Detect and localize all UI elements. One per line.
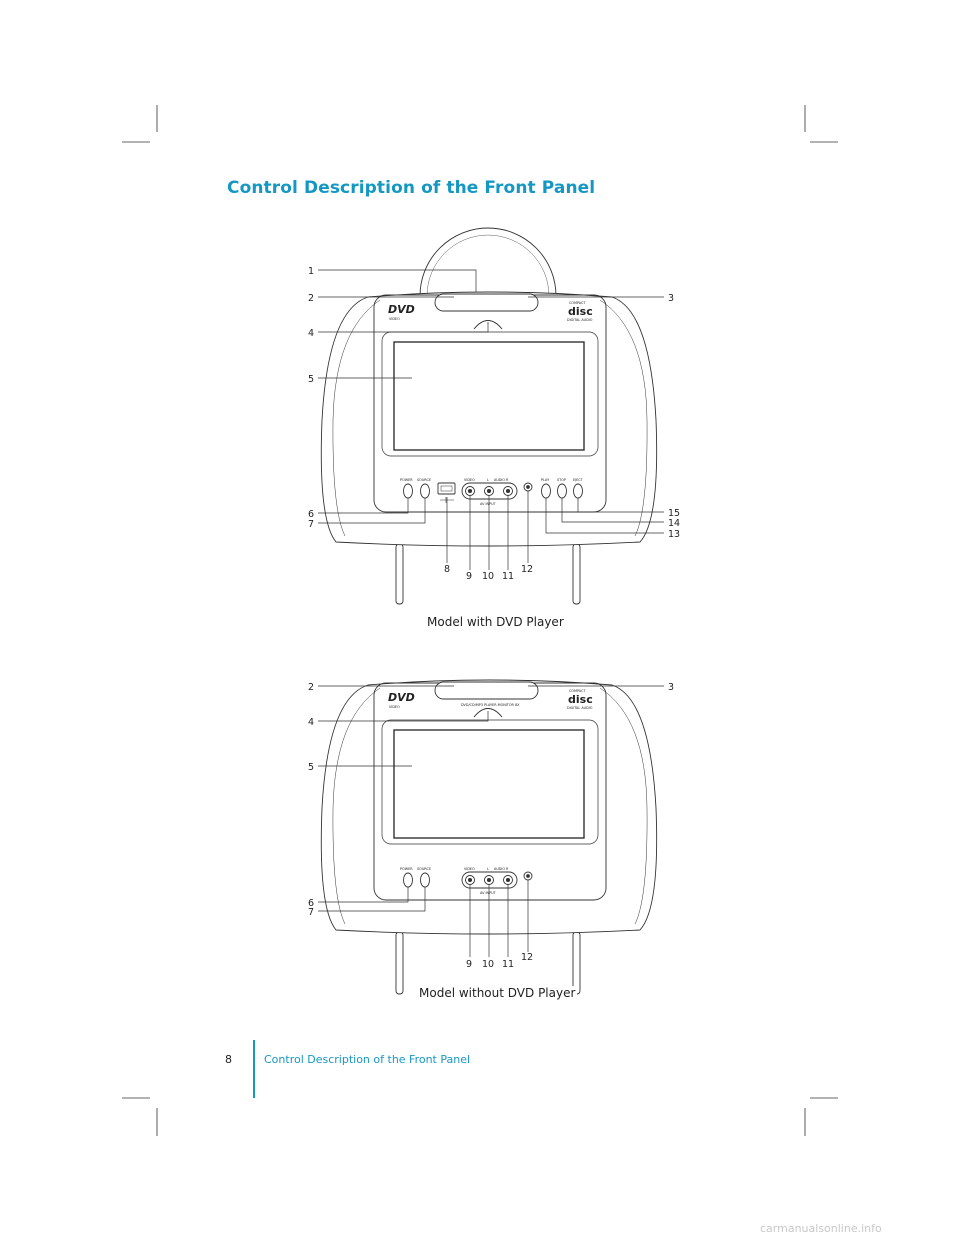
callout-7: 7	[308, 519, 314, 530]
no-dvd-model-illustration	[320, 679, 658, 995]
callout-5: 5	[308, 374, 314, 385]
callout-13: 13	[668, 529, 680, 540]
disc-logo: disc	[568, 305, 593, 318]
callout-7b: 7	[308, 907, 314, 918]
stop-label: STOP	[557, 478, 566, 482]
callout-4b: 4	[308, 717, 314, 728]
callout-2b: 2	[308, 682, 314, 693]
callout-9b: 9	[466, 959, 472, 970]
callout-11b: 11	[502, 959, 514, 970]
audio-r-label: R	[506, 478, 509, 482]
callout-15: 15	[668, 508, 680, 519]
callout-10: 10	[482, 571, 494, 582]
video-label-2: VIDEO	[464, 867, 475, 871]
av-input-label-2: AV INPUT	[480, 891, 497, 895]
callout-12: 12	[521, 564, 533, 575]
power-label-2: POWER	[400, 867, 413, 871]
disc-logo-sub: DIGITAL AUDIO	[567, 318, 593, 322]
disc-logo-sub-2: DIGITAL AUDIO	[567, 706, 593, 710]
video-label: VIDEO	[464, 478, 475, 482]
callout-12b: 12	[521, 952, 533, 963]
dvd-model-illustration	[320, 227, 658, 605]
callout-14: 14	[668, 518, 680, 529]
audio-l-label: L	[487, 478, 489, 482]
callout-3b: 3	[668, 682, 674, 693]
callout-1: 1	[308, 266, 314, 277]
watermark: carmanualsonline.info	[760, 1222, 882, 1235]
footer-title: Control Description of the Front Panel	[264, 1053, 471, 1066]
play-label: PLAY	[541, 478, 550, 482]
audio-label: AUDIO	[494, 478, 505, 482]
callout-3: 3	[668, 293, 674, 304]
disc-logo-2: disc	[568, 693, 593, 706]
page-title: Control Description of the Front Panel	[227, 178, 596, 198]
dvd-logo-sub-2: VIDEO	[389, 705, 400, 709]
callout-11: 11	[502, 571, 514, 582]
callout-9: 9	[466, 571, 472, 582]
av-input-label: AV INPUT	[480, 502, 497, 506]
callout-6: 6	[308, 509, 314, 520]
dvd-logo-2: DVD	[388, 691, 415, 704]
footer-page-number: 8	[225, 1053, 232, 1066]
callout-5b: 5	[308, 762, 314, 773]
power-label: POWER	[400, 478, 413, 482]
eject-label: EJECT	[573, 478, 584, 482]
callout-10b: 10	[482, 959, 494, 970]
crop-marks	[122, 105, 838, 1136]
dvd-logo-sub: VIDEO	[389, 317, 400, 321]
callout-4: 4	[308, 328, 314, 339]
dvd-logo: DVD	[388, 303, 415, 316]
audio-r-label-2: R	[506, 867, 509, 871]
callout-2: 2	[308, 293, 314, 304]
model-label: DVD/CD/MP3 PLAYER MONITOR 8X	[461, 703, 520, 707]
source-label: SOURCE	[417, 478, 431, 482]
callout-8: 8	[444, 564, 450, 575]
audio-l-label-2: L	[487, 867, 489, 871]
no-dvd-leader-lines	[318, 685, 664, 957]
source-label-2: SOURCE	[417, 867, 431, 871]
dvd-leader-lines	[318, 269, 664, 570]
audio-label-2: AUDIO	[494, 867, 505, 871]
footer-divider	[253, 1040, 255, 1098]
caption-no-dvd-model: Model without DVD Player	[417, 986, 578, 1000]
caption-dvd-model: Model with DVD Player	[427, 615, 564, 629]
disc-logo-top: COMPACT	[569, 301, 586, 305]
callout-6b: 6	[308, 898, 314, 909]
disc-logo-top-2: COMPACT	[569, 689, 586, 693]
